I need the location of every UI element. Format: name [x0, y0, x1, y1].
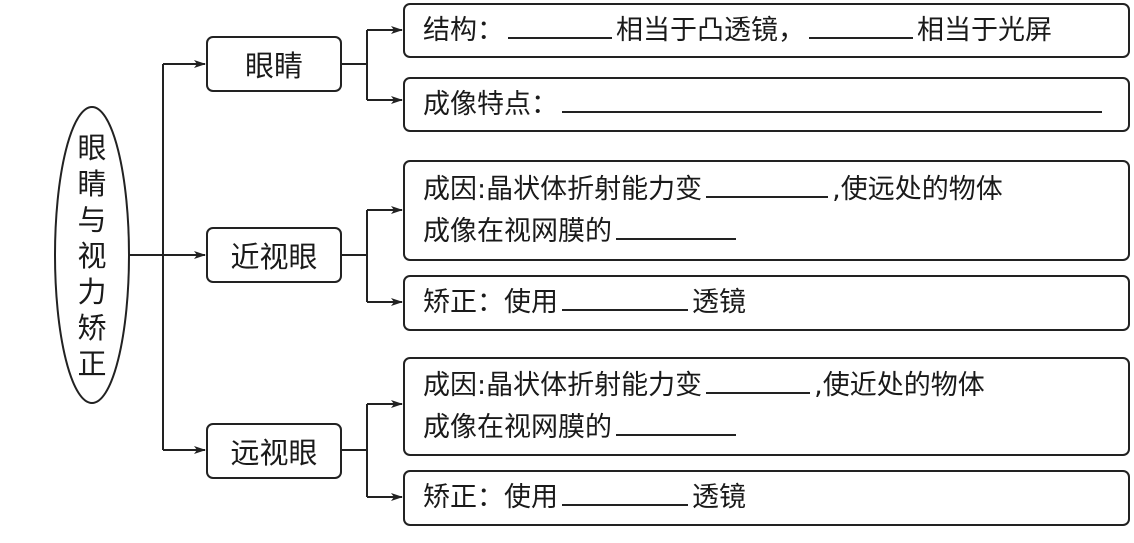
text: 相当于凸透镜，	[616, 14, 805, 46]
root-char: 正	[77, 347, 107, 381]
text: 成因:晶状体折射能力变	[423, 369, 703, 401]
hyperopia-cause-box: 成因:晶状体折射能力变 ,使近处的物体 成像在视网膜的	[403, 357, 1130, 456]
blank-field[interactable]	[616, 212, 736, 240]
root-char: 眼	[77, 131, 107, 165]
node-myopia-label: 近视眼	[230, 240, 318, 274]
text: 透镜	[692, 482, 746, 513]
node-hyperopia-label: 远视眼	[230, 436, 318, 470]
root-char: 矫	[77, 311, 107, 345]
text: 矫正：使用	[423, 482, 558, 513]
eye-imaging-box: 成像特点：	[403, 77, 1130, 132]
text: 成像在视网膜的	[423, 411, 612, 443]
text: 透镜	[692, 287, 746, 318]
blank-field[interactable]	[508, 11, 612, 39]
myopia-correction-box: 矫正：使用 透镜	[403, 275, 1130, 331]
hyperopia-correction-box: 矫正：使用 透镜	[403, 470, 1130, 526]
myopia-cause-box: 成因:晶状体折射能力变 ,使远处的物体 成像在视网膜的	[403, 160, 1130, 261]
text: 矫正：使用	[423, 287, 558, 318]
blank-field[interactable]	[562, 478, 688, 506]
root-char: 力	[77, 275, 107, 309]
text: ,使远处的物体	[832, 173, 1003, 205]
blank-field[interactable]	[562, 283, 688, 311]
node-myopia: 近视眼	[206, 227, 342, 283]
blank-field[interactable]	[562, 85, 1102, 113]
node-eye-label: 眼睛	[244, 49, 303, 83]
root-label: 眼 睛 与 视 力 矫 正	[72, 130, 112, 382]
node-hyperopia: 远视眼	[206, 423, 342, 479]
blank-field[interactable]	[706, 170, 829, 198]
blank-field[interactable]	[809, 11, 913, 39]
text: 成像在视网膜的	[423, 215, 612, 247]
root-char: 视	[77, 239, 107, 273]
blank-field[interactable]	[616, 408, 736, 436]
root-char: 睛	[77, 167, 107, 201]
root-char: 与	[77, 203, 107, 237]
text: ,使近处的物体	[814, 369, 985, 401]
text: 结构：	[423, 14, 504, 46]
text: 成因:晶状体折射能力变	[423, 173, 703, 205]
node-eye: 眼睛	[206, 36, 342, 92]
text: 成像特点：	[423, 88, 558, 120]
eye-structure-box: 结构： 相当于凸透镜， 相当于光屏	[403, 3, 1130, 58]
text: 相当于光屏	[917, 14, 1052, 46]
blank-field[interactable]	[706, 366, 811, 394]
